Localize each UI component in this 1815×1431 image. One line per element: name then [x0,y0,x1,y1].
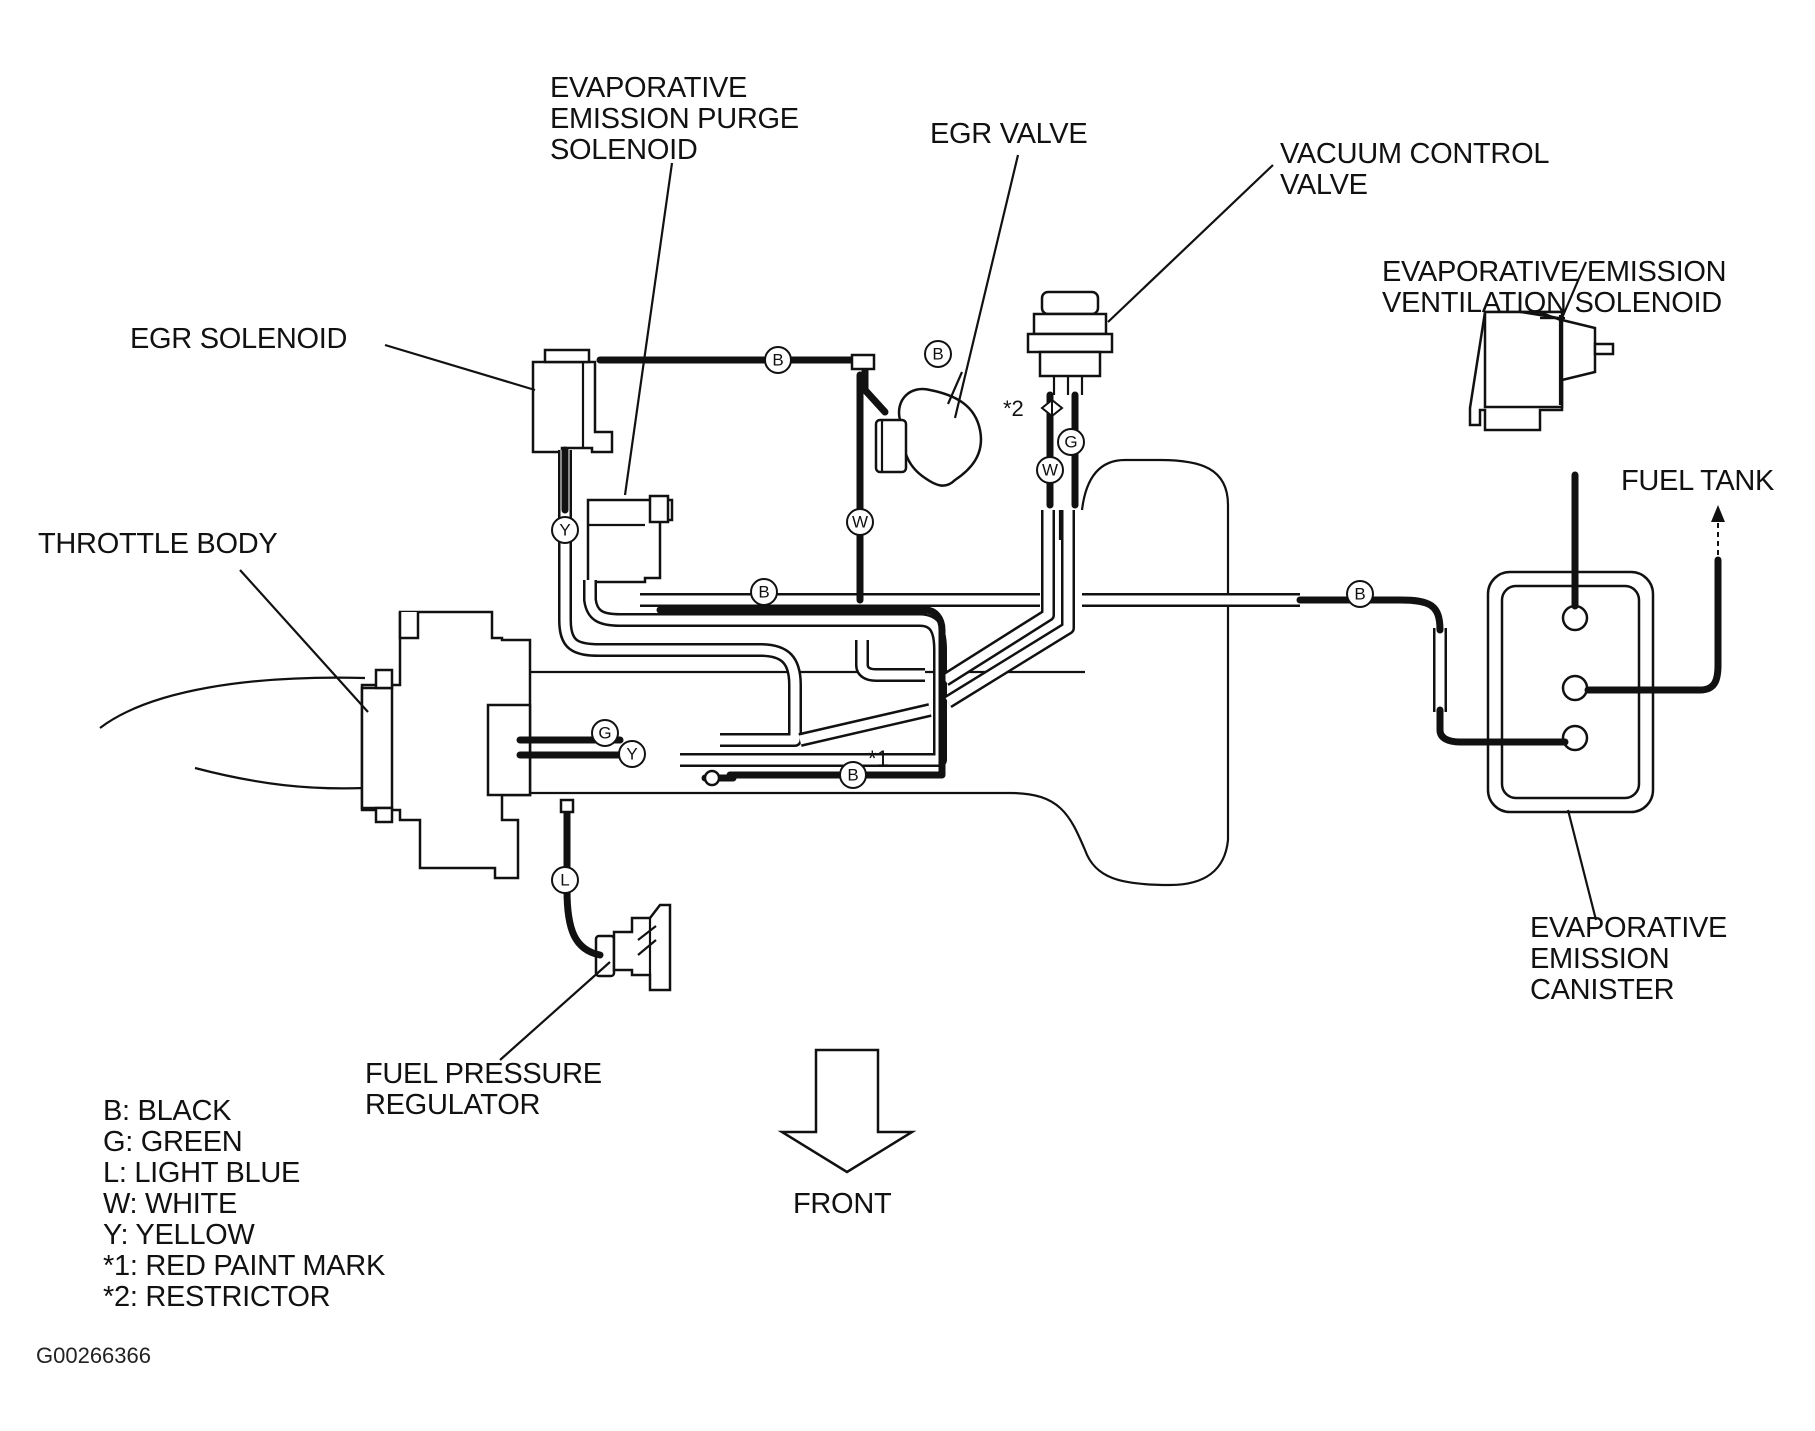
hose-tag-b-low: B [839,761,867,789]
label-canister: EVAPORATIVE EMISSION CANISTER [1530,912,1735,1006]
svg-text:G: G [598,724,611,743]
vacuum-control-valve [1026,290,1114,395]
svg-text:B: B [758,583,769,602]
label-purge-solenoid: EVAPORATIVE EMISSION PURGE SOLENOID [550,72,807,166]
leader-lines [239,154,1598,1061]
hose-tag-w-vert: W [846,508,874,536]
hose-tag-y-egr: Y [551,516,579,544]
purge-solenoid [586,494,674,584]
label-fuel-pressure-regulator: FUEL PRESSURE REGULATOR [365,1058,610,1121]
restrictor-mark: *2 [1003,396,1024,421]
fittings [559,353,1064,814]
svg-text:Y: Y [559,521,570,540]
label-egr-valve: EGR VALVE [930,118,1087,150]
svg-text:L: L [560,871,569,890]
label-egr-solenoid: EGR SOLENOID [130,323,347,355]
red-paint-mark: *1 [868,746,889,771]
svg-text:Y: Y [626,745,637,764]
egr-valve [874,387,983,487]
intake-manifold-outline [99,458,1230,887]
svg-text:B: B [772,351,783,370]
svg-text:B: B [847,766,858,785]
ventilation-solenoid [1468,310,1615,432]
label-throttle-body: THROTTLE BODY [38,528,277,560]
svg-text:B: B [1354,585,1365,604]
hose-tag-l-reg: L [551,866,579,894]
label-ventilation-solenoid: EVAPORATIVE EMISSION VENTILATION SOLENOI… [1382,256,1734,319]
fuel-tank-arrow [1711,505,1725,555]
figure-code: G00266366 [36,1343,151,1368]
svg-text:W: W [852,513,868,532]
hose-tag-b-top: B [764,346,792,374]
hose-tag-b-mid: B [750,578,778,606]
throttle-body [360,610,532,880]
label-vacuum-control-valve: VACUUM CONTROL VALVE [1280,138,1556,201]
hose-tag-g-tb: G [591,719,619,747]
hose-tag-g-vcv: G [1057,428,1085,456]
svg-text:B: B [932,345,943,364]
hose-tag-b-right: B [1346,580,1374,608]
fuel-pressure-regulator [594,903,672,992]
hose-tag-y-tb: Y [618,740,646,768]
hose-tag-w-vcv: W [1036,456,1064,484]
vacuum-tubes [558,450,1447,767]
front-arrow-icon [777,1048,917,1174]
label-fuel-tank: FUEL TANK [1621,465,1775,497]
egr-solenoid [531,348,614,454]
svg-text:W: W [1042,461,1058,480]
label-front: FRONT [793,1188,892,1220]
svg-text:G: G [1064,433,1077,452]
color-legend: B: BLACK G: GREEN L: LIGHT BLUE W: WHITE… [103,1095,393,1313]
hose-tag-b-egr: B [924,340,952,368]
